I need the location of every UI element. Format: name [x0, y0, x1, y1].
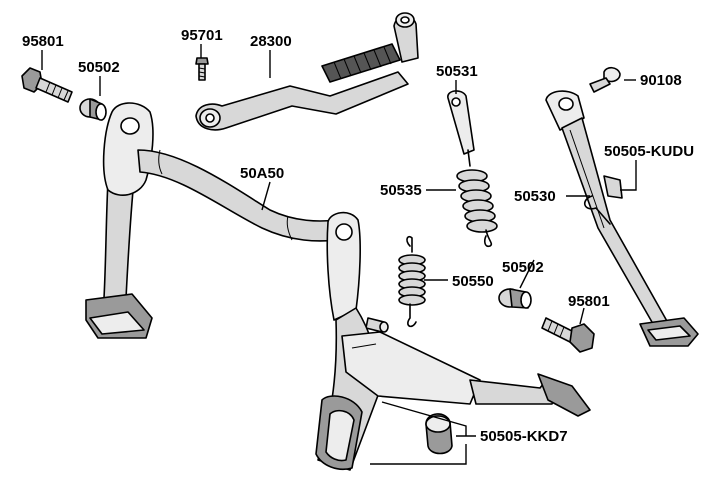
label-spring-upper: 50535 [380, 182, 422, 199]
side-stand [545, 90, 699, 347]
label-main-stand: 50A50 [240, 165, 284, 182]
stopper-rubber [425, 413, 453, 455]
label-spring-upper-hook: 50531 [436, 63, 478, 80]
label-bolt-lower-right: 95801 [568, 293, 610, 310]
label-side-stand-clip: 50530 [514, 188, 556, 205]
bolt-upper-left [21, 67, 73, 103]
spring-upper-assembly [447, 90, 498, 248]
bolt-lower-right [541, 317, 595, 353]
labels: 95801 50502 95701 28300 50A50 50531 5053… [22, 27, 694, 445]
collar-upper-left [79, 98, 107, 121]
spring-lower [398, 235, 426, 328]
label-bolt-side-stand: 90108 [640, 72, 682, 89]
label-spring-lower: 50550 [452, 273, 494, 290]
label-bolt-upper-left: 95801 [22, 33, 64, 50]
label-side-stand: 50505-KUDU [604, 143, 694, 160]
label-collar-upper-left: 50502 [78, 59, 120, 76]
label-screw-small: 95701 [181, 27, 223, 44]
label-kick-lever: 28300 [250, 33, 292, 50]
label-stopper-kit: 50505-KKD7 [480, 428, 568, 445]
screw-small [195, 57, 209, 81]
label-collar-lower-right: 50502 [502, 259, 544, 276]
kick-lever [195, 12, 419, 131]
leader-lines [41, 44, 637, 465]
main-stand [85, 102, 591, 471]
collar-lower-right [498, 288, 532, 309]
bolt-side-stand [589, 66, 621, 93]
